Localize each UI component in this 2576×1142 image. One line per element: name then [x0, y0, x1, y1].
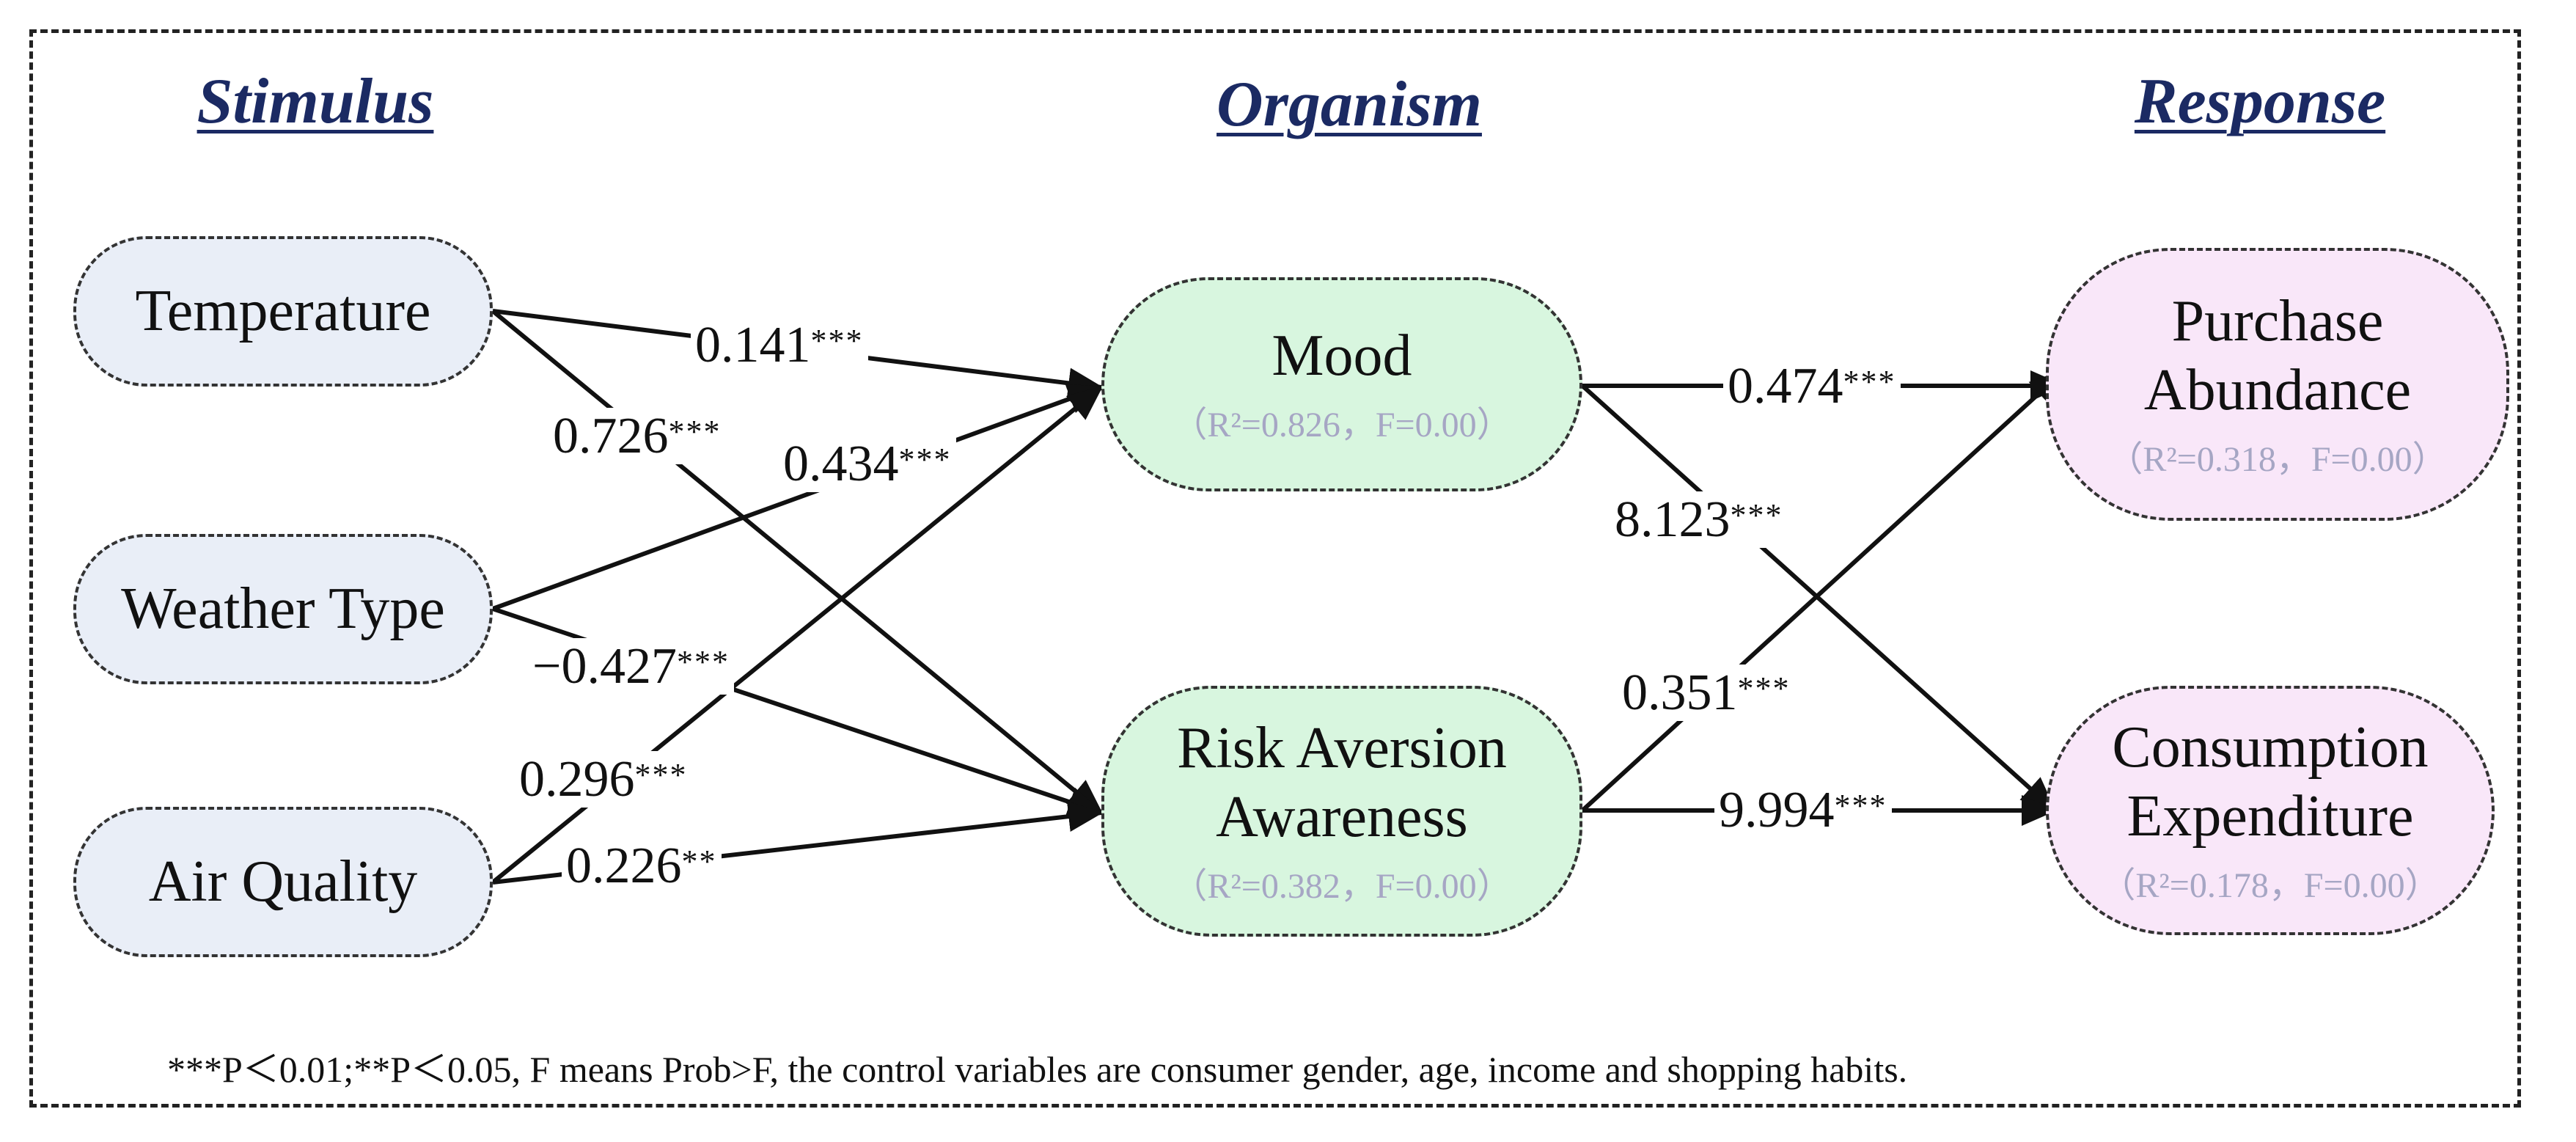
- coef-temp-mood: 0.141***: [691, 317, 868, 373]
- node-purchase-abundance: Purchase Abundance （R²=0.318，F=0.00）: [2046, 248, 2509, 521]
- coef-sig: ***: [676, 644, 730, 680]
- arrow-risk-purchase: [1580, 369, 2066, 813]
- coef-value: 8.123: [1615, 491, 1731, 548]
- node-stat: （R²=0.178，F=0.00）: [2100, 865, 2440, 905]
- coef-temp-risk: 0.726***: [548, 408, 726, 464]
- coef-value: 0.726: [553, 408, 669, 464]
- coef-sig: ***: [634, 757, 688, 793]
- heading-organism: Organism: [1217, 69, 1482, 140]
- node-stat: （R²=0.318，F=0.00）: [2107, 439, 2448, 479]
- heading-response: Response: [2134, 66, 2386, 137]
- node-weather-type: Weather Type: [73, 534, 493, 684]
- coef-air-risk: 0.226**: [562, 838, 722, 894]
- coef-sig: **: [681, 843, 717, 879]
- node-label: Mood: [1272, 323, 1412, 389]
- node-mood: Mood （R²=0.826，F=0.00）: [1101, 277, 1582, 491]
- node-label: Consumption Expenditure: [2112, 715, 2429, 849]
- dashed-frame: [29, 29, 2521, 1108]
- arrow-temp-risk: [491, 309, 1104, 815]
- node-label: Purchase Abundance: [2143, 289, 2412, 422]
- coef-value: 0.296: [519, 751, 635, 808]
- coef-sig: ***: [1843, 364, 1896, 400]
- coef-value: 0.474: [1728, 358, 1843, 414]
- footnote: ***P＜0.01;**P＜0.05, F means Prob>F, the …: [167, 1049, 1908, 1090]
- node-label: Risk Aversion Awareness: [1177, 716, 1507, 849]
- arrow-weather-mood: [491, 384, 1104, 611]
- coef-mood-consumption: 8.123***: [1610, 491, 1788, 548]
- node-air-quality: Air Quality: [73, 807, 493, 957]
- node-stat: （R²=0.826，F=0.00）: [1172, 405, 1512, 444]
- coef-mood-purchase: 0.474***: [1723, 358, 1901, 414]
- coef-sig: ***: [1834, 788, 1887, 824]
- coef-sig: ***: [810, 323, 864, 359]
- coef-value: 9.994: [1719, 782, 1835, 838]
- coef-air-mood: 0.296***: [515, 751, 692, 808]
- node-label: Air Quality: [148, 849, 418, 914]
- coef-value: −0.427: [532, 638, 677, 695]
- coef-value: 0.434: [783, 436, 899, 492]
- node-risk-aversion-awareness: Risk Aversion Awareness （R²=0.382，F=0.00…: [1101, 686, 1582, 937]
- coef-risk-purchase: 0.351***: [1618, 665, 1795, 721]
- coef-value: 0.226: [566, 838, 682, 894]
- node-temperature: Temperature: [73, 236, 493, 387]
- coef-value: 0.351: [1622, 665, 1738, 721]
- coef-sig: ***: [1730, 497, 1783, 533]
- coef-weather-mood: 0.434***: [779, 436, 956, 492]
- node-consumption-expenditure: Consumption Expenditure （R²=0.178，F=0.00…: [2046, 686, 2495, 935]
- node-label: Temperature: [135, 278, 431, 343]
- coef-value: 0.141: [695, 317, 811, 373]
- coef-sig: ***: [668, 414, 722, 450]
- coef-sig: ***: [898, 442, 952, 477]
- coef-weather-risk: −0.427***: [528, 638, 734, 695]
- node-label: Weather Type: [121, 576, 445, 641]
- arrow-mood-consumption: [1580, 384, 2057, 813]
- coef-risk-consumption: 9.994***: [1714, 782, 1892, 838]
- coef-sig: ***: [1737, 670, 1791, 706]
- heading-stimulus: Stimulus: [197, 66, 434, 137]
- node-stat: （R²=0.382，F=0.00）: [1172, 866, 1512, 906]
